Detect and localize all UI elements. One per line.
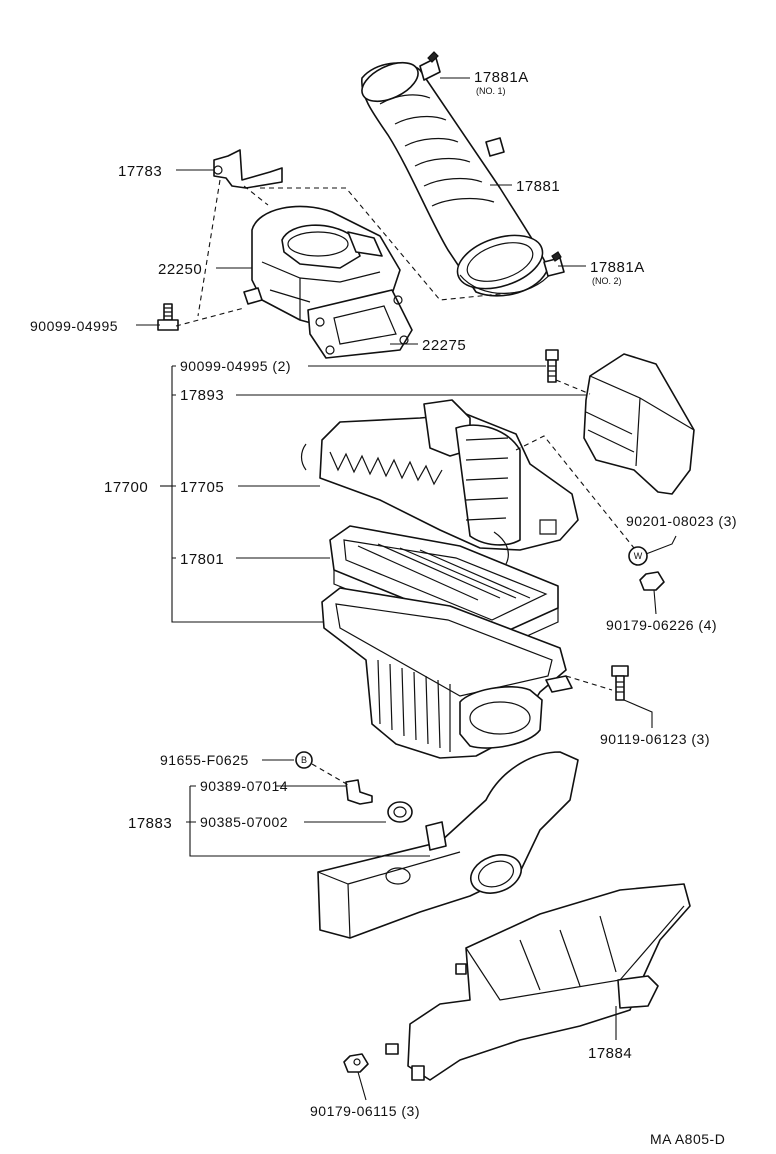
label-element: 17801 bbox=[180, 551, 224, 568]
bolt-cap bbox=[545, 349, 559, 383]
label-air-flow-meter: 22250 bbox=[158, 261, 202, 278]
label-hose-clamp-no1: 17881A bbox=[474, 69, 529, 86]
cover-17893 bbox=[583, 353, 695, 495]
inlet-hose-17881 bbox=[361, 61, 549, 297]
inlet-assy-17883 bbox=[317, 751, 579, 939]
washer-w: W bbox=[628, 546, 648, 566]
label-bolt-case: 90119-06123 (3) bbox=[600, 731, 710, 747]
nut-90179-06226 bbox=[639, 571, 665, 591]
element-17801 bbox=[329, 525, 559, 651]
air-cleaner-case bbox=[321, 587, 573, 759]
label-inlet-hose: 17881 bbox=[516, 178, 560, 195]
label-bolt-cap: 90099-04995 (2) bbox=[180, 358, 291, 374]
label-nut-res: 90179-06115 (3) bbox=[310, 1103, 420, 1119]
bolt-90099-04995 bbox=[157, 303, 179, 331]
resonator-17884 bbox=[385, 883, 691, 1081]
label-hose-clamp-no2: 17881A bbox=[590, 259, 645, 276]
label-cover: 17893 bbox=[180, 387, 224, 404]
label-hose-clamp-no2-note: (NO. 2) bbox=[592, 276, 622, 286]
callout-labels: 17881A (NO. 1) 17881 17881A (NO. 2) 1778… bbox=[30, 69, 737, 1147]
grommet-90389-07014 bbox=[345, 779, 373, 805]
dashed-assembly-lines bbox=[175, 179, 635, 787]
label-clip: 91655-F0625 bbox=[160, 752, 249, 768]
label-inlet-assy: 17883 bbox=[128, 815, 172, 832]
cap-sub-assy-17705 bbox=[300, 399, 579, 565]
clip-mark: B bbox=[301, 755, 307, 765]
clip-b: B bbox=[295, 751, 313, 769]
hose-clamp-no1 bbox=[419, 51, 441, 81]
diagram-code: MA A805-D bbox=[650, 1131, 725, 1147]
label-air-cleaner-assy: 17700 bbox=[104, 479, 148, 496]
bracket-17783 bbox=[213, 149, 283, 189]
grommet-90385-07002 bbox=[387, 801, 413, 823]
label-nut-qty: 90179-06226 (4) bbox=[606, 617, 717, 633]
label-grommet2: 90385-07002 bbox=[200, 814, 288, 830]
gasket-22275 bbox=[307, 289, 413, 359]
washer-mark: W bbox=[634, 551, 643, 561]
label-bolt-meter: 90099-04995 bbox=[30, 318, 118, 334]
label-resonator: 17884 bbox=[588, 1045, 632, 1062]
label-washer: 90201-08023 (3) bbox=[626, 513, 737, 529]
label-bracket: 17783 bbox=[118, 163, 162, 180]
label-gasket: 22275 bbox=[422, 337, 466, 354]
bolt-90119-06123 bbox=[611, 665, 629, 701]
label-hose-clamp-no1-note: (NO. 1) bbox=[476, 86, 506, 96]
nut-90179-06115 bbox=[343, 1053, 369, 1073]
label-grommet1: 90389-07014 bbox=[200, 778, 288, 794]
label-cap-sub-assy: 17705 bbox=[180, 479, 224, 496]
leader-lines bbox=[136, 77, 677, 1101]
